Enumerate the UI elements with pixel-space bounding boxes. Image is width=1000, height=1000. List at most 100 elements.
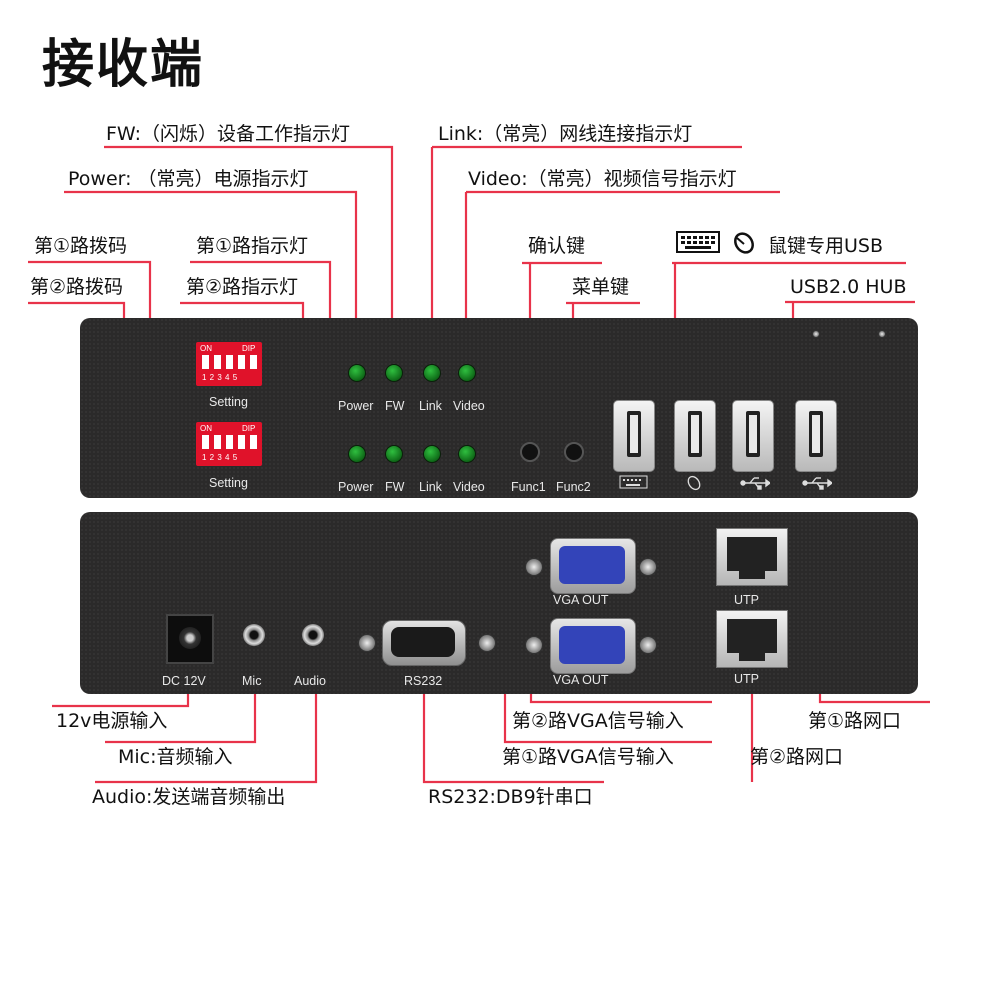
dc-label: DC 12V	[162, 674, 206, 688]
usb-hub-port-1[interactable]	[732, 400, 774, 472]
leader-fw	[104, 145, 394, 355]
led-label-video-1: Video	[453, 399, 485, 413]
usb-keyboard-port[interactable]	[613, 400, 655, 472]
setting-label-1: Setting	[209, 395, 248, 409]
usb-icon	[802, 477, 832, 490]
utp-label-1: UTP	[734, 593, 759, 607]
label-net1: 第①路网口	[808, 710, 902, 732]
rs232-label: RS232	[404, 674, 443, 688]
mouse-icon	[734, 232, 754, 254]
dip-lever[interactable]	[202, 355, 209, 369]
vga-screw-icon	[639, 636, 657, 654]
label-hub: USB2.0 HUB	[790, 276, 907, 298]
led-link-2	[423, 445, 441, 463]
dip-switch-2[interactable]: ON DIP 1 2 3 4 5	[196, 422, 262, 466]
dip-lever[interactable]	[214, 435, 221, 449]
dip-numbers: 1 2 3 4 5	[202, 373, 238, 382]
led-label-power-1: Power	[338, 399, 374, 413]
func1-label: Func1	[511, 480, 546, 494]
vga-label-1: VGA OUT	[553, 593, 609, 607]
dip-lever[interactable]	[250, 435, 257, 449]
keyboard-icon	[619, 475, 648, 489]
utp-port-2[interactable]	[716, 610, 788, 668]
mic-label: Mic	[242, 674, 262, 688]
utp-port-1[interactable]	[716, 528, 788, 586]
label-vga2: 第②路VGA信号输入	[512, 710, 684, 732]
front-panel: ON DIP 1 2 3 4 5 Setting ON DIP 1 2 3 4 …	[80, 318, 918, 498]
audio-label: Audio	[294, 674, 326, 688]
label-rs232: RS232:DB9针串口	[428, 786, 593, 808]
led-power-1	[348, 364, 366, 382]
vga-out-port-2[interactable]	[550, 618, 636, 674]
led-label-power-2: Power	[338, 480, 374, 494]
dip-lever[interactable]	[250, 355, 257, 369]
mouse-icon	[687, 475, 701, 491]
dip-lever[interactable]	[238, 355, 245, 369]
vga-screw-icon	[525, 636, 543, 654]
usb-hub-port-2[interactable]	[795, 400, 837, 472]
label-net2: 第②路网口	[750, 746, 844, 768]
dip-on-label: ON	[200, 424, 212, 433]
dip-lever[interactable]	[238, 435, 245, 449]
utp-label-2: UTP	[734, 672, 759, 686]
led-label-fw-1: FW	[385, 399, 405, 413]
vga-label-2: VGA OUT	[553, 673, 609, 687]
label-link: Link:（常亮）网线连接指示灯	[438, 123, 693, 145]
mic-jack[interactable]	[243, 624, 265, 646]
label-fw: FW:（闪烁）设备工作指示灯	[106, 123, 351, 145]
label-confirm: 确认键	[528, 235, 586, 257]
label-led2: 第②路指示灯	[186, 276, 299, 298]
label-dip2: 第②路拨码	[30, 276, 124, 298]
keyboard-icon	[676, 231, 720, 253]
led-link-1	[423, 364, 441, 382]
vga-screw-icon	[639, 558, 657, 576]
led-power-2	[348, 445, 366, 463]
usb-mouse-port[interactable]	[674, 400, 716, 472]
rs232-screw-icon	[478, 634, 496, 652]
dip-lever[interactable]	[226, 435, 233, 449]
led-label-fw-2: FW	[385, 480, 405, 494]
dip-dip-label: DIP	[242, 424, 256, 433]
dip-switch-1[interactable]: ON DIP 1 2 3 4 5	[196, 342, 262, 386]
led-fw-2	[385, 445, 403, 463]
label-audio-out: Audio:发送端音频输出	[92, 786, 286, 808]
vga-out-port-1[interactable]	[550, 538, 636, 594]
label-dip1: 第①路拨码	[34, 235, 128, 257]
func2-label: Func2	[556, 480, 591, 494]
dip-lever[interactable]	[214, 355, 221, 369]
leader-power	[64, 190, 358, 355]
led-fw-1	[385, 364, 403, 382]
label-menu: 菜单键	[572, 276, 630, 298]
page-title: 接收端	[42, 35, 205, 95]
label-video: Video:（常亮）视频信号指示灯	[468, 168, 737, 190]
panel-screw-icon	[812, 330, 820, 338]
led-label-video-2: Video	[453, 480, 485, 494]
audio-jack[interactable]	[302, 624, 324, 646]
func1-button[interactable]	[520, 442, 540, 462]
label-mic-in: Mic:音频输入	[118, 746, 233, 768]
label-power: Power: （常亮）电源指示灯	[68, 168, 309, 190]
label-power-in: 12v电源输入	[56, 710, 168, 732]
dip-numbers: 1 2 3 4 5	[202, 453, 238, 462]
leader-audio	[95, 655, 318, 784]
vga-screw-icon	[525, 558, 543, 576]
dc-power-jack[interactable]	[166, 614, 214, 664]
rs232-screw-icon	[358, 634, 376, 652]
label-led1: 第①路指示灯	[196, 235, 309, 257]
dip-lever[interactable]	[202, 435, 209, 449]
rs232-port[interactable]	[382, 620, 466, 666]
panel-screw-icon	[878, 330, 886, 338]
setting-label-2: Setting	[209, 476, 248, 490]
dip-dip-label: DIP	[242, 344, 256, 353]
func2-button[interactable]	[564, 442, 584, 462]
led-video-2	[458, 445, 476, 463]
label-kbms-usb: 鼠键专用USB	[768, 235, 884, 257]
rear-panel: DC 12V Mic Audio RS232 VGA OUT VGA OUT U…	[80, 512, 918, 694]
label-vga1: 第①路VGA信号输入	[502, 746, 674, 768]
led-label-link-1: Link	[419, 399, 442, 413]
leader-rs232	[422, 690, 604, 784]
led-label-link-2: Link	[419, 480, 442, 494]
led-video-1	[458, 364, 476, 382]
dip-lever[interactable]	[226, 355, 233, 369]
